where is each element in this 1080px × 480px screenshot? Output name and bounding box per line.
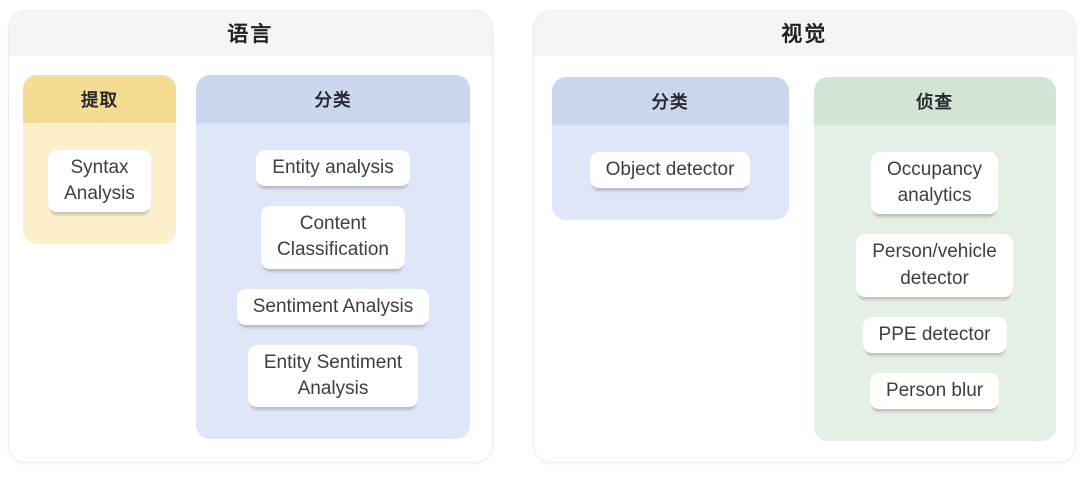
chip-entity-analysis: Entity analysis [256,150,410,187]
card-detection-title: 侦查 [813,77,1056,125]
chip-occupancy-analytics: Occupancy analytics [871,152,999,215]
chip-entity-sentiment-analysis: Entity Sentiment Analysis [247,344,419,408]
card-detection-items: Occupancy analytics Person/vehicle detec… [813,125,1056,442]
chip-syntax-analysis: Syntax Analysis [48,150,151,213]
card-language-classification-items: Entity analysis Content Classification S… [196,123,470,440]
card-vision-classification: 分类 Object detector [551,77,789,221]
vision-panel: 视觉 分类 Object detector 侦查 Occupancy analy… [532,10,1076,463]
vision-panel-body: 分类 Object detector 侦查 Occupancy analytic… [534,55,1075,462]
chip-content-classification: Content Classification [261,206,405,269]
chip-ppe-detector: PPE detector [862,316,1007,354]
language-panel-title: 语言 [9,11,492,55]
language-panel: 语言 提取 Syntax Analysis 分类 Entity analysis… [8,10,493,463]
language-panel-body: 提取 Syntax Analysis 分类 Entity analysis Co… [9,55,492,459]
card-vision-classification-items: Object detector [551,125,789,221]
card-extraction-title: 提取 [23,75,176,123]
chip-person-vehicle-detector: Person/vehicle detector [856,234,1013,297]
card-extraction: 提取 Syntax Analysis [23,75,176,245]
vision-panel-title: 视觉 [533,11,1075,55]
card-language-classification-title: 分类 [196,75,470,123]
chip-sentiment-analysis: Sentiment Analysis [236,288,430,325]
card-extraction-items: Syntax Analysis [23,123,176,245]
card-detection: 侦查 Occupancy analytics Person/vehicle de… [813,77,1056,442]
card-vision-classification-title: 分类 [551,77,789,125]
chip-person-blur: Person blur [869,373,1000,410]
card-language-classification: 分类 Entity analysis Content Classificatio… [196,75,470,440]
chip-object-detector: Object detector [589,152,751,189]
